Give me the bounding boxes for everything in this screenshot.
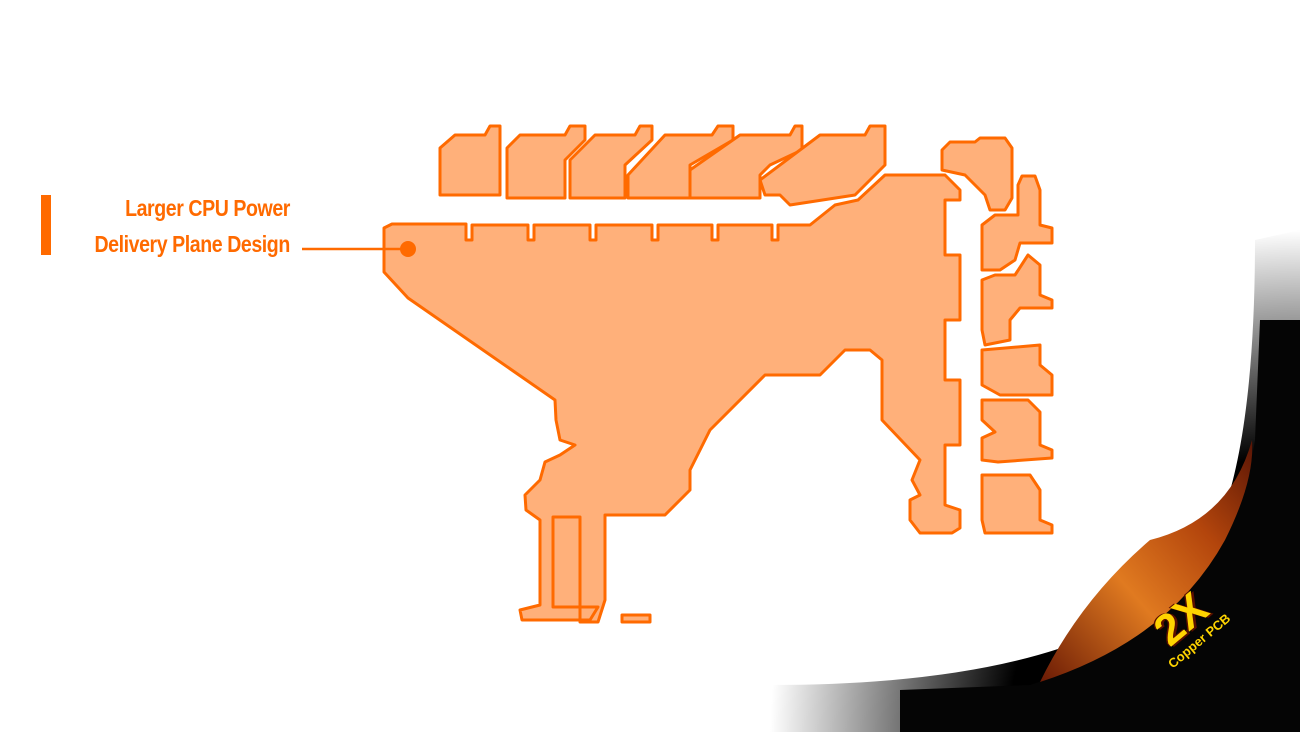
phase-pad — [505, 124, 587, 200]
phase-pad — [980, 253, 1054, 347]
page-curl-black — [900, 320, 1300, 732]
page-curl-copper — [1040, 440, 1253, 682]
callout-dot — [400, 241, 416, 257]
callout-line-1: Larger CPU Power — [125, 195, 290, 221]
phase-pad — [980, 343, 1054, 397]
phase-pad — [980, 174, 1054, 272]
phase-pad — [980, 473, 1054, 535]
phase-pad — [758, 124, 887, 207]
cpu-power-plane — [382, 173, 962, 624]
phase-pad — [568, 124, 654, 200]
small-pad — [620, 613, 652, 624]
phase-pad — [626, 124, 735, 200]
phase-pad — [940, 136, 1014, 212]
phase-pad — [980, 398, 1054, 464]
accent-bar — [41, 195, 51, 255]
phase-pad — [438, 124, 502, 197]
callout-line-2: Delivery Plane Design — [94, 231, 291, 257]
